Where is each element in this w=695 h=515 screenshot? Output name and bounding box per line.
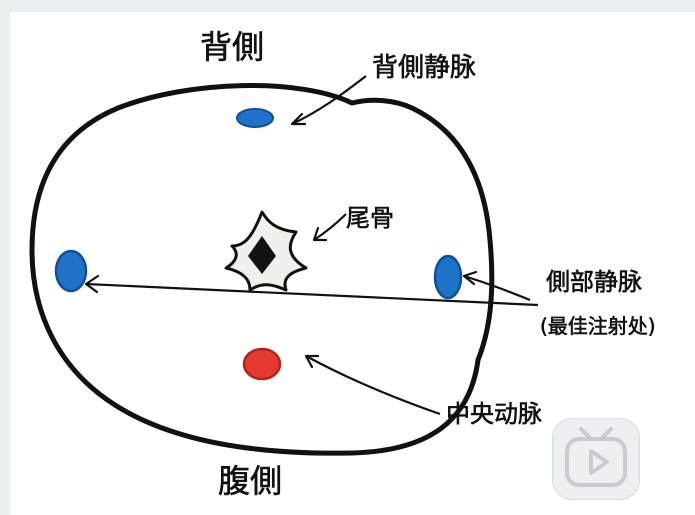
- central-artery-arrowhead: [304, 354, 320, 369]
- ventral-side-label: 腹側: [218, 462, 282, 500]
- tail-outline: [29, 83, 495, 456]
- injection-arrowhead: [84, 274, 100, 294]
- tail-bone-label: 尾骨: [346, 204, 394, 232]
- left-lateral-vein: [54, 249, 88, 293]
- video-watermark: [552, 418, 640, 500]
- central-artery-arrow: [305, 355, 441, 416]
- dorsal-vein: [236, 108, 274, 128]
- tail-bone-arrowhead: [312, 226, 328, 242]
- injection-arrow: [85, 282, 539, 307]
- right-lateral-vein: [433, 254, 463, 300]
- spinal-canal: [248, 236, 276, 274]
- bilibili-play-icon: [565, 427, 627, 487]
- dorsal-side-label: 背側: [200, 28, 264, 66]
- best-injection-site-label: (最佳注射处): [540, 314, 656, 338]
- dorsal-vein-arrowhead: [290, 112, 307, 126]
- central-artery: [242, 347, 282, 381]
- central-artery-label: 中央动脉: [446, 400, 542, 428]
- tail-bone-arrow: [313, 213, 347, 241]
- lateral-vein-label: 側部静脉: [546, 268, 642, 296]
- dorsal-vein-label: 背側静脉: [372, 53, 476, 83]
- lateral-vein-arrow: [463, 274, 531, 302]
- lateral-vein-arrowhead: [462, 270, 478, 286]
- dorsal-vein-arrow: [291, 75, 367, 125]
